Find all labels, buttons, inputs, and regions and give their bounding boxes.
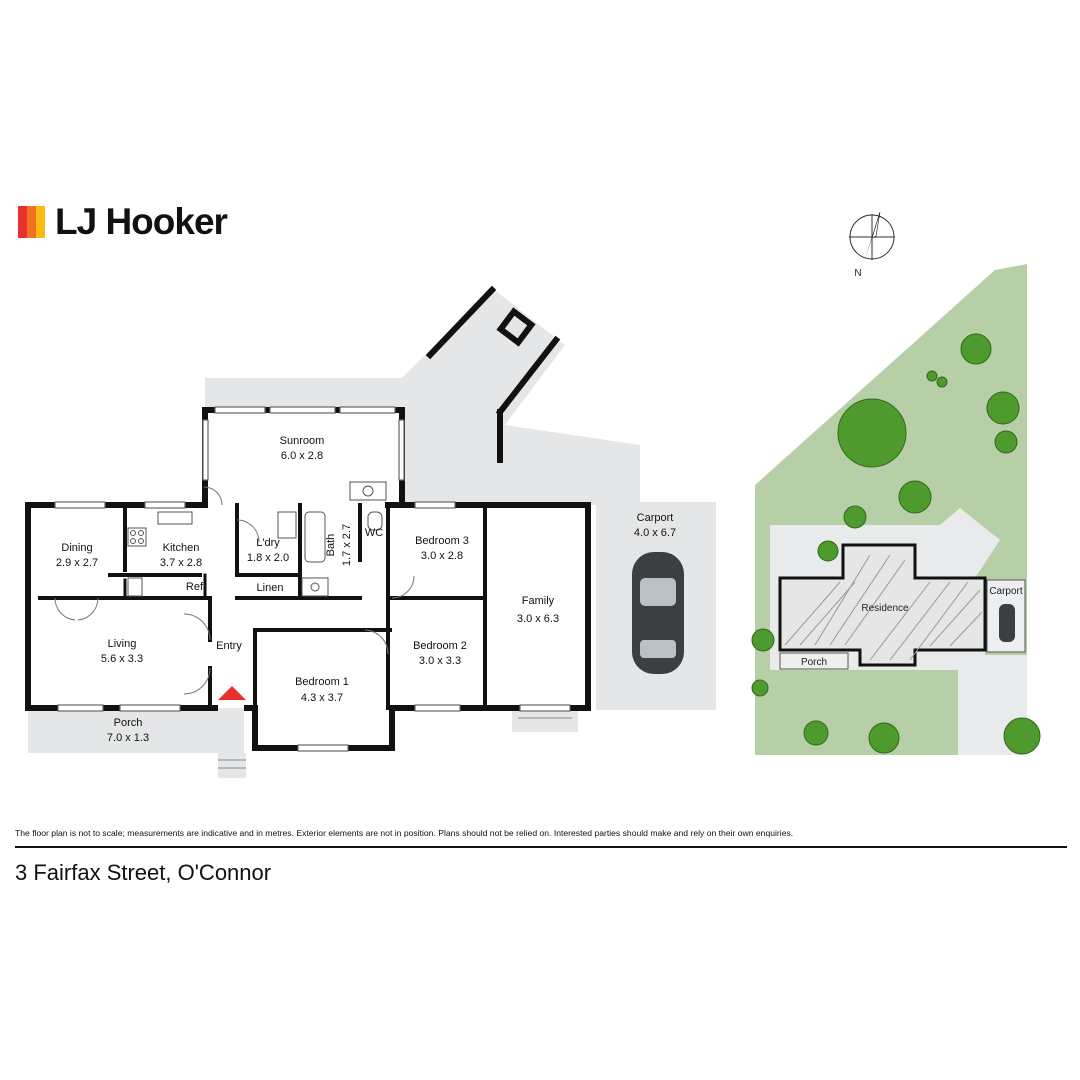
kitchen-name: Kitchen — [163, 542, 200, 554]
carport-size: 4.0 x 6.7 — [634, 527, 676, 539]
bedroom1-name: Bedroom 1 — [295, 676, 349, 688]
residence-hatching — [784, 554, 983, 661]
logo-bars-icon — [18, 206, 45, 238]
property-address: 3 Fairfax Street, O'Connor — [15, 860, 272, 885]
dining-size: 2.9 x 2.7 — [56, 557, 98, 569]
bedroom2-size: 3.0 x 3.3 — [419, 655, 461, 667]
site-residence-label: Residence — [861, 603, 909, 614]
chimney — [496, 307, 536, 347]
ref-name: Ref. — [186, 581, 206, 593]
site-carport-label: Carport — [989, 586, 1023, 597]
family-size: 3.0 x 6.3 — [517, 613, 559, 625]
exterior-paving — [28, 288, 716, 778]
porch-steps — [218, 717, 572, 769]
porch-name: Porch — [114, 717, 143, 729]
divider — [15, 846, 1067, 848]
bath-size: 1.7 x 2.7 — [341, 524, 353, 566]
logo-bar-orange — [27, 206, 36, 238]
sunroom-size: 6.0 x 2.8 — [281, 450, 323, 462]
kitchen-size: 3.7 x 2.8 — [160, 557, 202, 569]
bedroom3-size: 3.0 x 2.8 — [421, 550, 463, 562]
fixtures — [127, 481, 387, 597]
linen-name: Linen — [257, 582, 284, 594]
carport-name: Carport — [637, 512, 674, 524]
car-icon — [632, 552, 684, 674]
laundry-size: 1.8 x 2.0 — [247, 552, 289, 564]
living-size: 5.6 x 3.3 — [101, 653, 143, 665]
entry-name: Entry — [216, 640, 242, 652]
porch-size: 7.0 x 1.3 — [107, 732, 149, 744]
wc-name: WC — [365, 527, 383, 539]
family-name: Family — [522, 595, 555, 607]
entry-arrow-icon — [218, 686, 246, 700]
site-porch — [779, 652, 849, 670]
logo-bar-red — [18, 206, 27, 238]
compass-icon: N — [849, 211, 895, 279]
tree-icons — [751, 333, 1041, 755]
logo-wordmark: LJ Hooker — [55, 201, 228, 242]
living-name: Living — [108, 638, 137, 650]
site-residence — [778, 543, 987, 667]
disclaimer-text: The floor plan is not to scale; measurem… — [15, 828, 794, 838]
site-plan: Residence Carport Porch — [751, 264, 1041, 755]
compass-north-label: N — [854, 268, 861, 279]
site-porch-label: Porch — [801, 657, 827, 668]
dining-name: Dining — [61, 542, 92, 554]
logo-bar-yellow — [36, 206, 45, 238]
bath-name: Bath — [325, 534, 337, 557]
bedroom1-size: 4.3 x 3.7 — [301, 692, 343, 704]
lj-hooker-logo: LJ Hooker — [18, 201, 228, 242]
windows — [54, 406, 571, 752]
site-car-icon — [999, 604, 1015, 642]
bedroom2-name: Bedroom 2 — [413, 640, 467, 652]
door-swings — [54, 486, 415, 695]
laundry-name: L'dry — [256, 537, 280, 549]
sunroom-name: Sunroom — [280, 435, 325, 447]
room-labels: Sunroom 6.0 x 2.8 Dining 2.9 x 2.7 Kitch… — [56, 435, 676, 744]
bedroom3-name: Bedroom 3 — [415, 535, 469, 547]
